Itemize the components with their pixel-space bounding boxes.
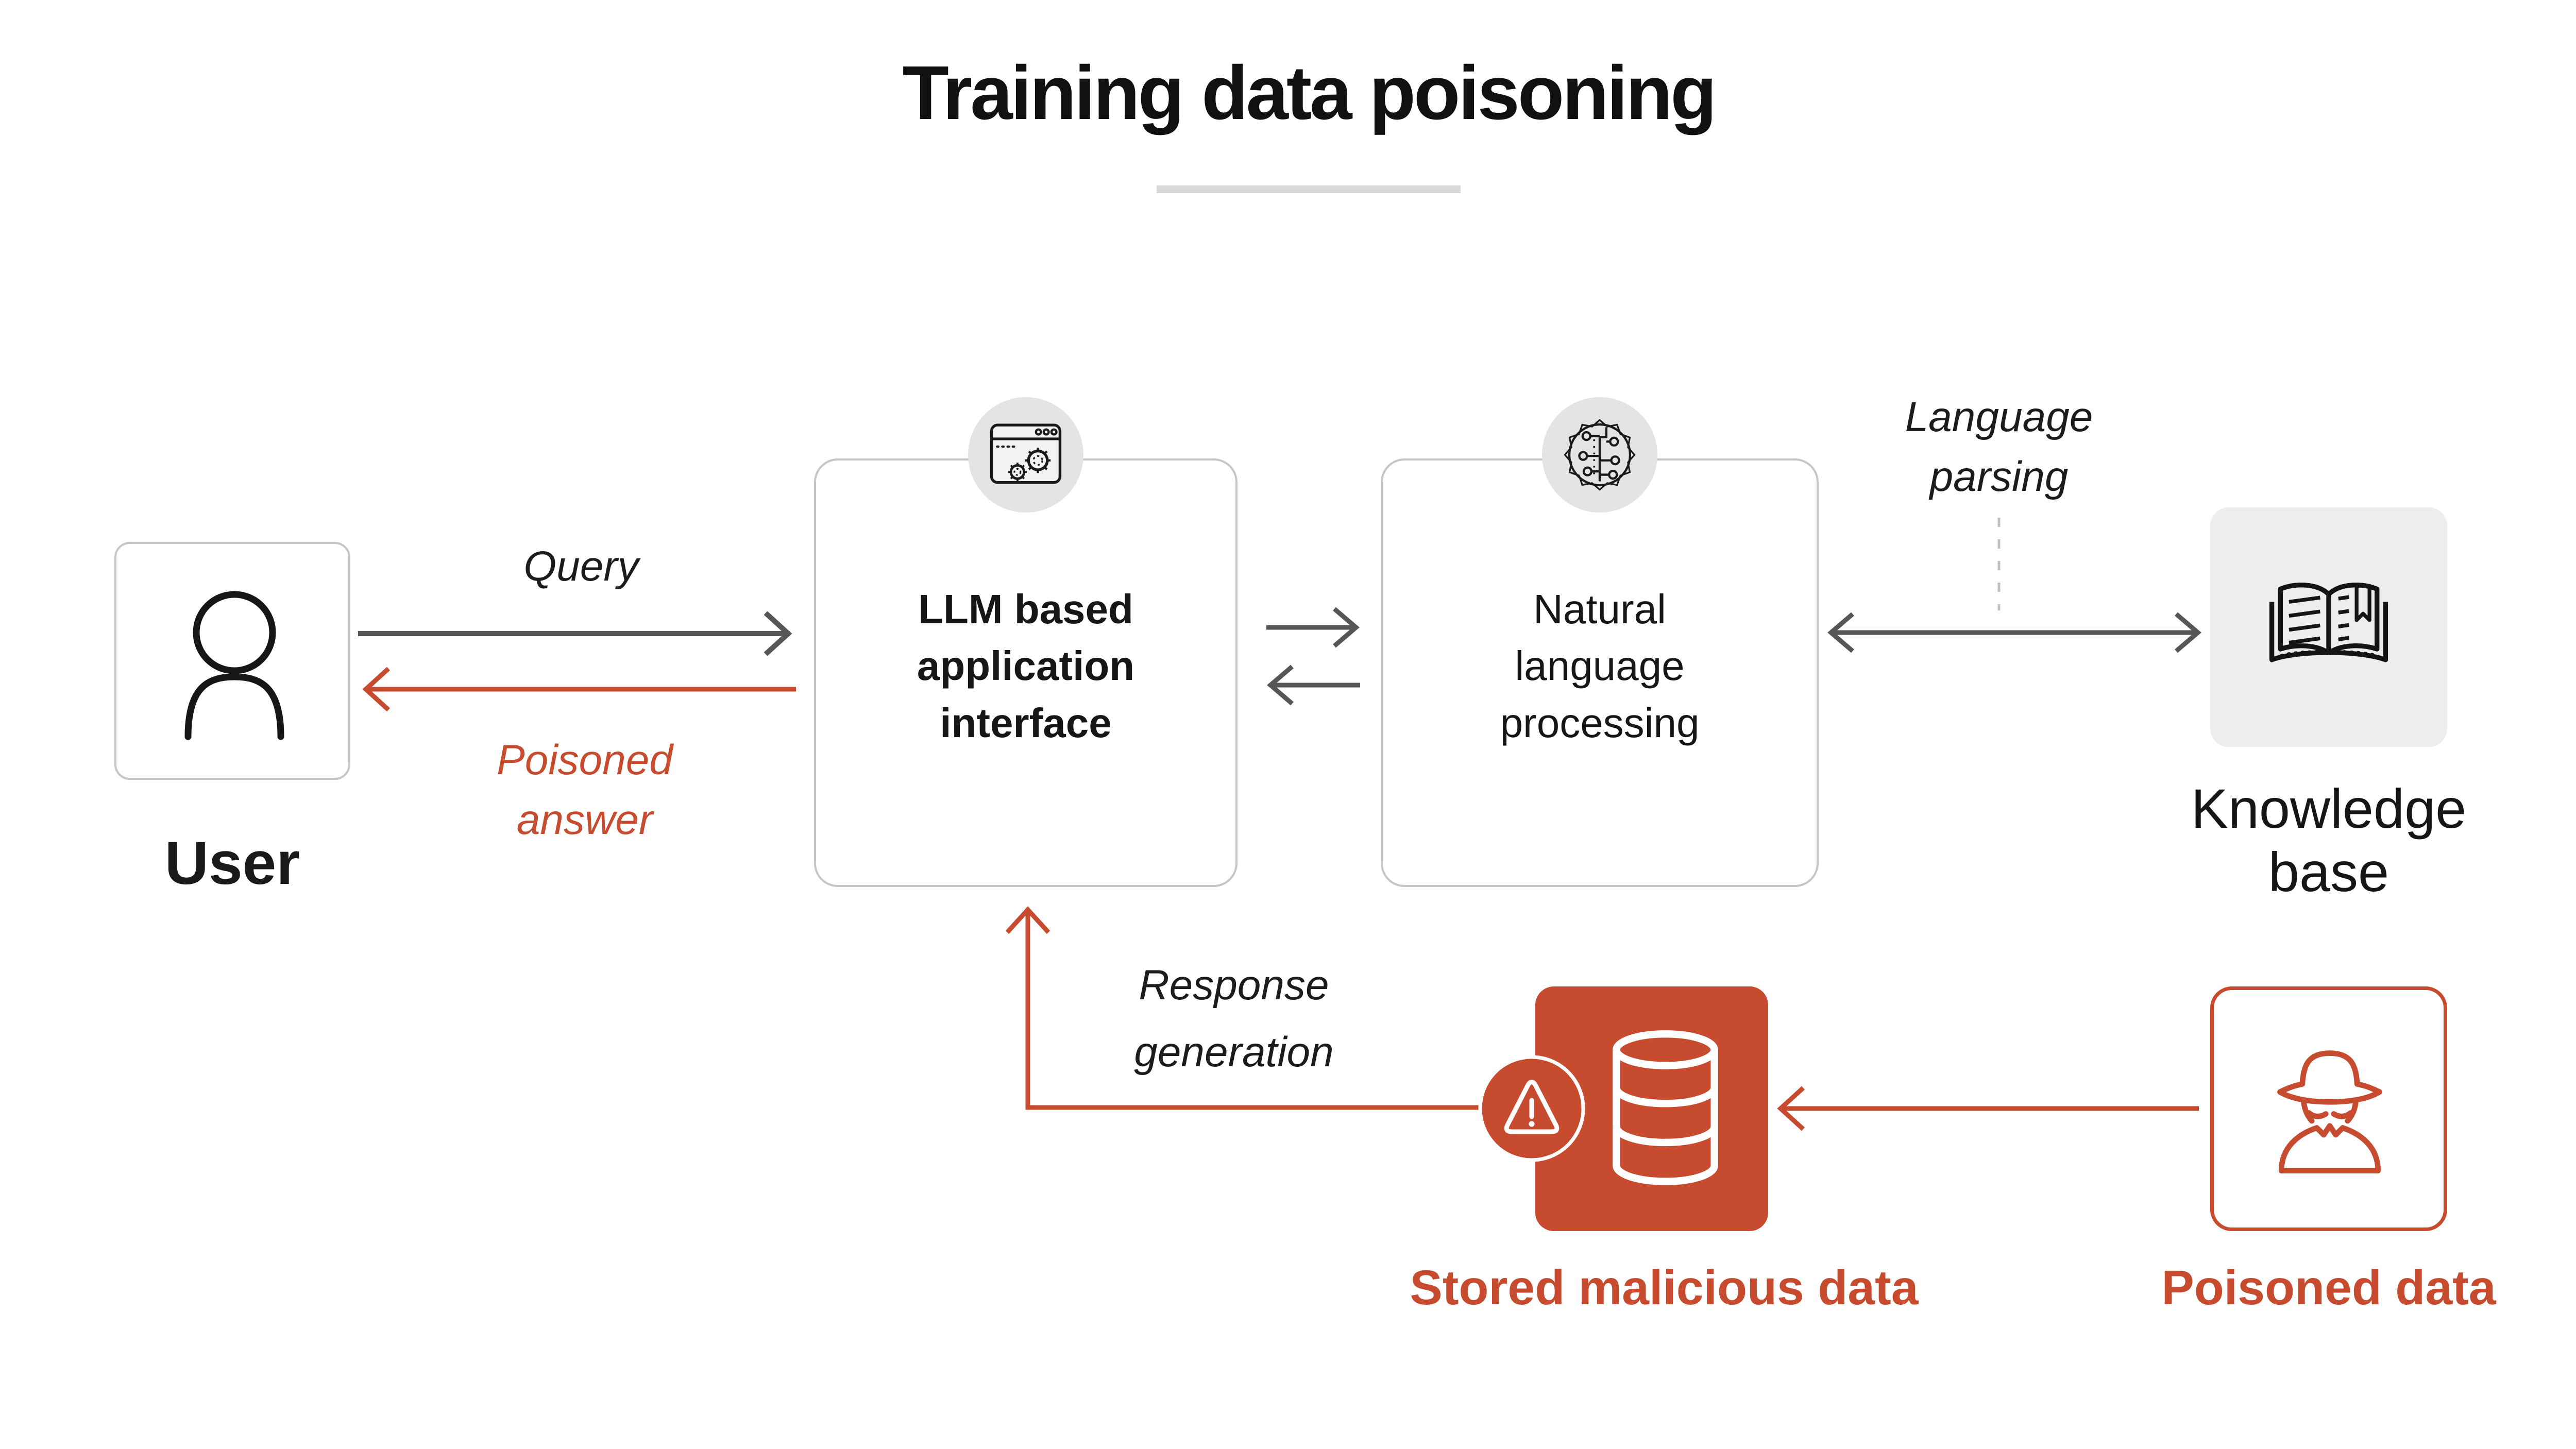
query-arrow xyxy=(358,611,792,656)
llm-icon-circle xyxy=(968,397,1083,513)
poisoned-answer-line-2: answer xyxy=(516,796,653,844)
open-book-icon xyxy=(2269,583,2388,662)
nlp-icon-circle xyxy=(1542,397,1657,513)
knowledge-base-label: Knowledge base xyxy=(2159,777,2499,904)
language-parsing-line-1: Language xyxy=(1905,394,2093,440)
user-node-box xyxy=(114,542,350,780)
nlp-text-line-3: processing xyxy=(1500,700,1700,746)
llm-text-line-3: interface xyxy=(940,700,1112,746)
llm-to-nlp-arrow xyxy=(1266,607,1360,648)
database-icon xyxy=(1613,1030,1718,1185)
poisoned-data-box xyxy=(2210,986,2447,1231)
poisoned-to-stored-arrow xyxy=(1777,1086,2199,1131)
poisoned-answer-label: Poisoned answer xyxy=(430,730,739,850)
llm-text-line-1: LLM based xyxy=(918,586,1133,632)
person-icon xyxy=(184,591,284,740)
nlp-to-llm-arrow xyxy=(1267,664,1360,706)
response-generation-line-2: generation xyxy=(1134,1028,1334,1076)
gear-icon xyxy=(1025,448,1051,473)
knowledge-base-line-1: Knowledge xyxy=(2191,777,2467,840)
query-label: Query xyxy=(523,543,639,590)
poisoned-answer-line-1: Poisoned xyxy=(497,737,673,783)
browser-gears-icon xyxy=(990,423,1062,484)
knowledge-base-line-2: base xyxy=(2268,841,2389,904)
page-title: Training data poisoning xyxy=(902,50,1717,135)
circuit-brain-icon xyxy=(1564,419,1636,491)
spy-icon xyxy=(2277,1050,2382,1173)
warning-triangle-icon xyxy=(1478,1055,1585,1162)
response-generation-label: Response generation xyxy=(1079,952,1388,1085)
poisoned-data-label: Poisoned data xyxy=(2161,1260,2496,1315)
gear-icon xyxy=(1008,463,1027,482)
language-parsing-label: Language parsing xyxy=(1844,387,2154,507)
llm-box-text: LLM based application interface xyxy=(814,581,1238,752)
nlp-text-line-1: Natural xyxy=(1533,586,1666,632)
response-generation-line-1: Response xyxy=(1139,962,1329,1009)
user-label: User xyxy=(164,829,300,897)
nlp-box-text: Natural language processing xyxy=(1381,581,1819,752)
nlp-node-box xyxy=(1381,458,1819,887)
language-parsing-line-2: parsing xyxy=(1929,453,2069,501)
nlp-kb-double-arrow xyxy=(1827,612,2201,653)
llm-text-line-2: application xyxy=(917,643,1135,689)
stored-malicious-data-label: Stored malicious data xyxy=(1410,1260,1919,1315)
title-underline xyxy=(1157,185,1461,193)
knowledge-base-node-box xyxy=(2210,507,2447,747)
nlp-text-line-2: language xyxy=(1515,643,1685,689)
poisoned-answer-arrow xyxy=(362,667,796,712)
llm-node-box xyxy=(814,458,1238,887)
